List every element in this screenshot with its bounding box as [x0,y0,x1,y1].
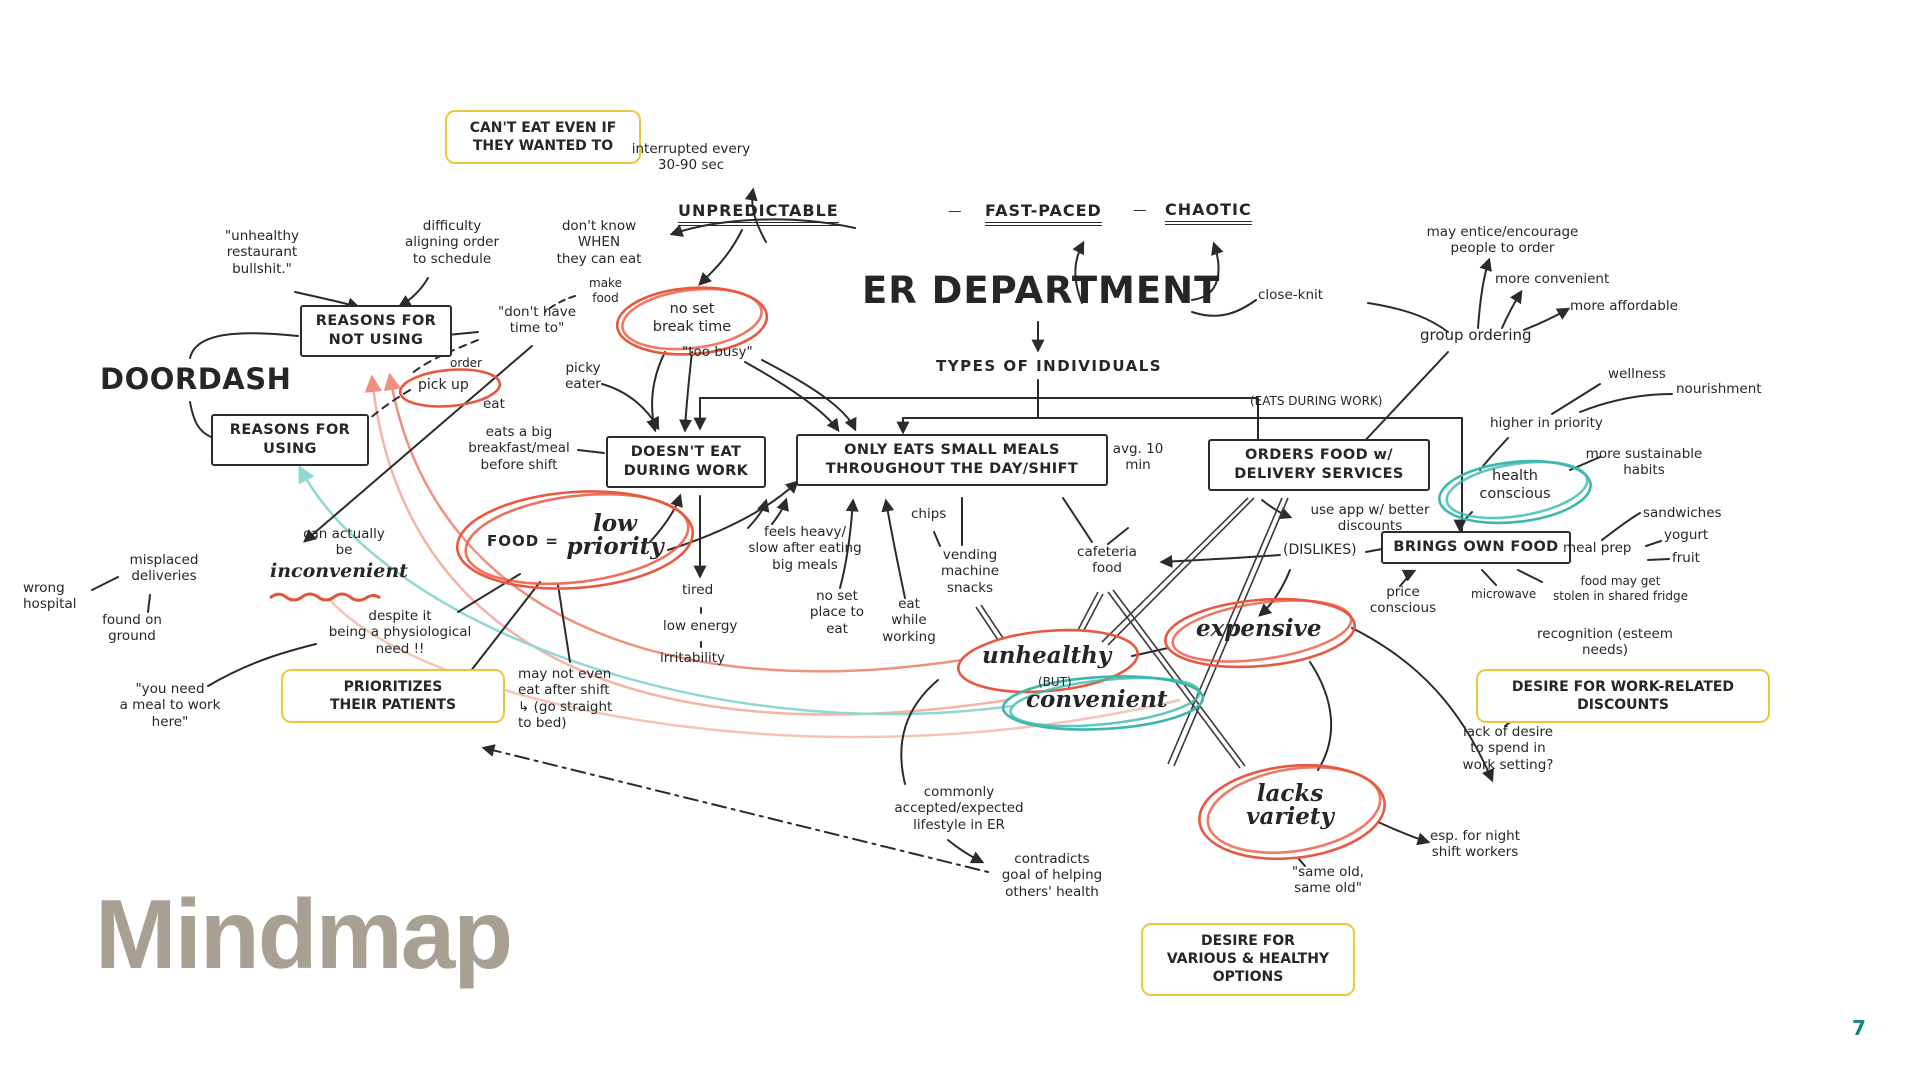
expensive-cursive: expensive [1196,615,1322,642]
make-food-note: make food [589,276,622,305]
eats-big-note: eats a big breakfast/meal before shift [468,424,570,473]
eats-during-work: (EATS DURING WORK) [1250,394,1383,408]
too-busy-quote: "too busy" [682,344,753,360]
doesnt-eat-box: DOESN'T EAT DURING WORK [606,436,766,488]
lacks-variety-cursive: lacks variety [1246,780,1334,831]
unpredictable-heading: UNPREDICTABLE [678,201,839,226]
pick-up: pick up [418,377,469,393]
price-conscious: price conscious [1369,584,1437,617]
double-rail-lines [975,497,1289,769]
doordash: DOORDASH [100,362,292,396]
wellness: wellness [1608,366,1666,382]
dont-have-quote: "don't have time to" [497,304,576,337]
no-set-break: no set break time [652,301,732,335]
cant-eat-box: CAN'T EAT EVEN IF THEY WANTED TO [445,110,641,165]
tired: tired [682,582,714,598]
you-need-quote: "you need a meal to work here" [119,681,221,730]
sandwiches: sandwiches [1643,505,1722,521]
misplaced: misplaced deliveries [129,552,199,585]
food-eq: FOOD = [487,532,559,550]
orders-food-box: ORDERS FOOD w/ DELIVERY SERVICES [1208,439,1430,491]
chaotic-heading: CHAOTIC [1165,200,1252,225]
difficulty-note: difficulty aligning order to schedule [404,218,500,267]
more-sustainable: more sustainable habits [1585,446,1703,479]
dash-2: — [1133,202,1147,218]
contradicts-note: contradicts goal of helping others' heal… [1001,851,1103,900]
lack-desire-note: lack of desire to spend in work setting? [1462,724,1554,773]
wrong-hospital: wrong hospital [23,580,77,613]
dash-1: — [948,203,962,219]
recognition-note: recognition (esteem needs) [1537,626,1673,659]
low-priority: low priority [566,510,664,561]
reasons-using-box: REASONS FOR USING [211,414,369,466]
dislikes: (DISLIKES) [1283,542,1357,558]
unhealthy-quote: "unhealthy restaurant bullshit." [224,228,300,277]
can-actually: can actually be [303,526,385,559]
found-ground: found on ground [102,612,162,645]
only-eats-box: ONLY EATS SMALL MEALS THROUGHOUT THE DAY… [796,434,1108,486]
reasons-not-using-box: REASONS FOR NOT USING [300,305,452,357]
inconvenient: inconvenient [270,560,408,582]
order-note: order [450,356,482,370]
no-set-place: no set place to eat [809,588,865,637]
picky-eater: picky eater [565,360,601,393]
close-knit: close-knit [1258,287,1324,303]
same-old-quote: "same old, same old" [1291,864,1365,897]
page-number: 7 [1852,1016,1866,1040]
despite-note: despite it being a physiological need !! [328,608,472,657]
food-stolen: food may get stolen in shared fridge [1553,574,1688,603]
commonly-note: commonly accepted/expected lifestyle in … [894,784,1024,833]
fruit: fruit [1672,550,1700,566]
eat-while: eat while working [882,596,936,645]
interrupted-note: interrupted every 30-90 sec [631,141,751,174]
brings-own-box: BRINGS OWN FOOD [1381,531,1571,564]
desire-various-box: DESIRE FOR VARIOUS & HEALTHY OPTIONS [1141,923,1355,996]
health-conscious: health conscious [1479,468,1551,502]
more-convenient: more convenient [1495,271,1610,287]
meal-prep: meal prep [1563,540,1632,556]
fast-paced-heading: FAST-PACED [985,201,1102,226]
nourishment: nourishment [1676,381,1762,397]
er-department: ER DEPARTMENT [862,269,1221,312]
use-app: use app w/ better discounts [1310,502,1430,535]
unhealthy-cursive: unhealthy [982,642,1112,669]
esp-night-note: esp. for night shift workers [1429,828,1521,861]
group-ordering: group ordering [1420,326,1532,344]
more-affordable: more affordable [1570,298,1678,314]
prioritizes-box: PRIORITIZES THEIR PATIENTS [281,669,505,724]
avg-10-note: avg. 10 min [1112,441,1164,474]
microwave: microwave [1471,587,1537,601]
higher-priority: higher in priority [1490,415,1603,431]
vending: vending machine snacks [940,547,999,596]
desire-discounts-box: DESIRE FOR WORK-RELATED DISCOUNTS [1476,669,1770,724]
cafeteria: cafeteria food [1077,544,1137,577]
chips: chips [911,506,947,522]
may-entice: may entice/encourage people to order [1426,224,1579,257]
but-note: (BUT) [1038,675,1072,689]
convenient-cursive: convenient [1026,686,1168,713]
red-ellipses [398,286,1386,861]
eat-note: eat [483,396,505,412]
may-not-even: may not even eat after shift ↳ (go strai… [518,666,613,732]
yogurt: yogurt [1664,527,1709,543]
page-title: Mindmap [95,879,513,989]
dont-know-note: don't know WHEN they can eat [556,218,642,267]
feels-heavy: feels heavy/ slow after eating big meals [748,524,862,573]
teal-ellipses [1001,459,1592,731]
types-of-individuals: TYPES OF INDIVIDUALS [936,357,1163,375]
irritability: irritability [660,650,726,666]
red-wavy-underline [269,592,381,602]
low-energy: low energy [663,618,738,634]
